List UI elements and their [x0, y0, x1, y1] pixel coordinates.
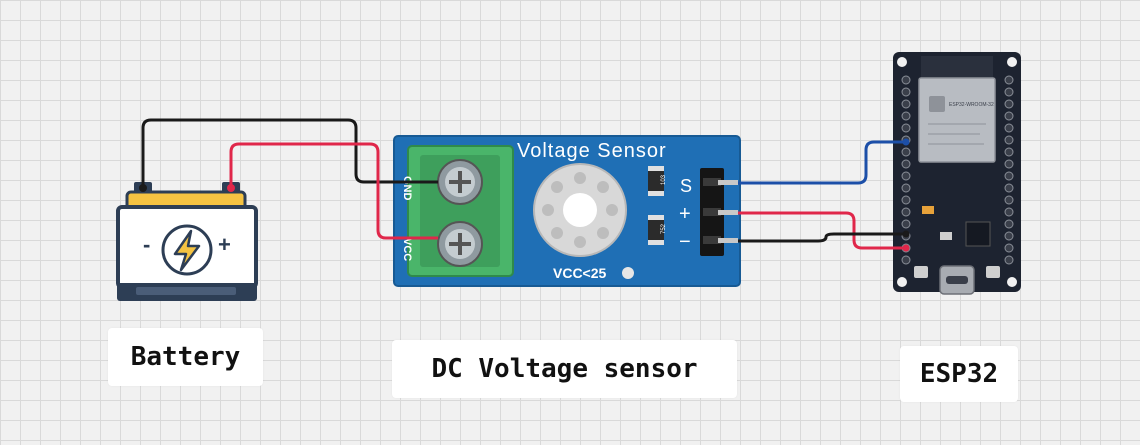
battery-plus-sign: +: [218, 232, 231, 257]
resistor-1: [648, 166, 664, 196]
sensor-title: Voltage Sensor: [517, 140, 667, 162]
esp32-module-name: ESP32-WROOM-32: [949, 102, 994, 108]
sensor-label: DC Voltage sensor: [392, 340, 737, 398]
resistor-2: [648, 215, 664, 245]
terminal-label-gnd: GND: [401, 176, 413, 201]
esp32-right-pins[interactable]: [1004, 75, 1014, 265]
esp32-left-pins[interactable]: [901, 75, 911, 265]
boot-button[interactable]: [914, 266, 928, 278]
svg-text:103: 103: [661, 174, 667, 185]
sensor-rating: VCC<25: [553, 265, 607, 281]
battery-minus-sign: -: [143, 232, 150, 257]
wire-minus-to-esp32[interactable]: [738, 232, 906, 243]
esp32-module-shield: [918, 77, 996, 163]
wire-signal-to-esp32[interactable]: [738, 140, 906, 185]
esp32-label: ESP32: [900, 346, 1018, 402]
svg-text:752: 752: [661, 223, 667, 234]
esp32-board[interactable]: ESP32-WROOM-32: [893, 52, 1021, 295]
pin-label-minus: −: [679, 231, 691, 253]
wifi-module-icon: [929, 96, 945, 112]
pin-label-plus: +: [679, 203, 691, 225]
en-button[interactable]: [986, 266, 1000, 278]
pin-label-s: S: [680, 176, 692, 196]
battery-label: Battery: [108, 328, 263, 386]
wire-battery-negative-to-gnd[interactable]: [141, 118, 438, 188]
wire-battery-positive-to-vcc[interactable]: [229, 142, 438, 240]
wire-plus-to-esp32[interactable]: [738, 211, 906, 250]
battery-component[interactable]: - +: [116, 182, 258, 301]
terminal-label-vcc: VCC: [401, 238, 413, 261]
voltage-sensor-board[interactable]: Voltage Sensor VCC<25 GND VCC 103 752 S …: [393, 135, 741, 287]
